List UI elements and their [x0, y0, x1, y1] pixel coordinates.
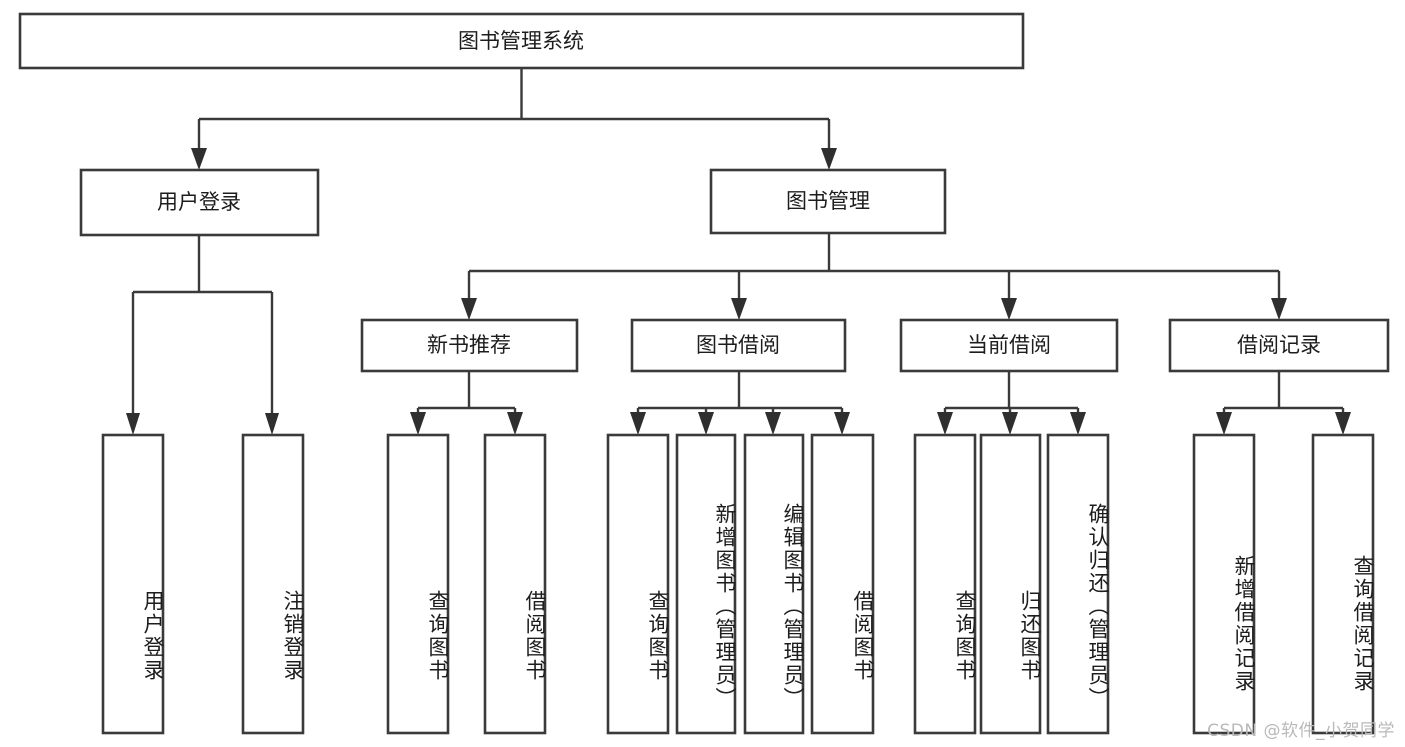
leaf-box-user-login[interactable]	[101, 433, 165, 735]
arrow-head-leaf-logout-login	[265, 413, 279, 435]
connector-group-root	[191, 68, 837, 170]
node-new-book-recommend[interactable]: 新书推荐	[360, 318, 579, 373]
arrow-head-leaf-query-book-1	[410, 412, 426, 435]
node-label-root: 图书管理系统	[458, 29, 584, 53]
arrow-head-leaf-add-book	[698, 412, 714, 435]
arrow-head-leaf-query-record	[1335, 412, 1351, 435]
connector-group-current-borrow	[937, 371, 1086, 435]
arrow-head-borrow-record	[1271, 298, 1287, 320]
node-box-root[interactable]	[18, 12, 1025, 70]
leaf-box-confirm-return[interactable]	[1046, 433, 1110, 735]
leaf-box-add-record[interactable]	[1192, 433, 1256, 735]
arrow-head-book-borrow	[731, 298, 747, 320]
node-label-book-borrow: 图书借阅	[696, 333, 780, 357]
arrow-head-leaf-query-book-3	[937, 412, 953, 435]
node-label-new-book-recommend: 新书推荐	[427, 333, 511, 357]
arrow-head-leaf-user-login	[126, 413, 140, 435]
node-box-book-management[interactable]	[709, 168, 947, 235]
leaf-box-query-book-3[interactable]	[913, 433, 977, 735]
node-label-current-borrow: 当前借阅	[967, 333, 1051, 357]
node-label-borrow-record: 借阅记录	[1237, 333, 1321, 357]
arrow-head-user-login	[191, 148, 207, 170]
leaf-box-query-book-1[interactable]	[386, 433, 450, 735]
arrow-head-leaf-edit-book	[765, 412, 781, 435]
node-book-borrow[interactable]: 图书借阅	[630, 318, 847, 373]
arrow-head-leaf-borrow-book-2	[834, 412, 850, 435]
node-box-user-login[interactable]	[79, 168, 320, 237]
node-box-book-borrow[interactable]	[630, 318, 847, 373]
node-borrow-record[interactable]: 借阅记录	[1168, 318, 1390, 373]
arrow-head-book-management	[821, 148, 837, 170]
node-box-new-book-recommend[interactable]	[360, 318, 579, 373]
connector-group-new-book-recommend	[410, 371, 523, 435]
leaf-box-logout-login[interactable]	[241, 433, 305, 735]
node-current-borrow[interactable]: 当前借阅	[899, 318, 1119, 373]
leaf-boxes	[101, 433, 1375, 735]
node-user-login[interactable]: 用户登录	[79, 168, 320, 237]
node-box-current-borrow[interactable]	[899, 318, 1119, 373]
leaf-box-add-book[interactable]	[675, 433, 737, 735]
leaf-box-borrow-book-2[interactable]	[810, 433, 875, 735]
connector-group-user-login	[126, 235, 279, 435]
leaf-box-query-book-2[interactable]	[606, 433, 670, 735]
node-label-book-management: 图书管理	[786, 189, 870, 213]
node-book-management[interactable]: 图书管理	[709, 168, 947, 235]
leaf-box-edit-book[interactable]	[743, 433, 805, 735]
leaf-box-query-record[interactable]	[1311, 433, 1375, 735]
connector-group-borrow-record	[1216, 371, 1351, 435]
arrow-head-current-borrow	[1001, 298, 1017, 320]
arrow-head-new-book-recommend	[461, 298, 477, 320]
arrow-head-leaf-add-record	[1216, 412, 1232, 435]
arrow-head-leaf-borrow-book-1	[507, 412, 523, 435]
node-box-borrow-record[interactable]	[1168, 318, 1390, 373]
arrow-head-leaf-return-book	[1002, 412, 1018, 435]
arrow-head-leaf-query-book-2	[630, 412, 646, 435]
arrow-head-leaf-confirm-return	[1070, 412, 1086, 435]
leaf-box-borrow-book-1[interactable]	[483, 433, 547, 735]
connector-group-book-borrow	[630, 371, 850, 435]
node-label-user-login: 用户登录	[157, 190, 241, 214]
node-root[interactable]: 图书管理系统	[18, 12, 1025, 70]
watermark-text: CSDN @软件_小贺同学	[1207, 721, 1395, 741]
leaf-box-return-book[interactable]	[979, 433, 1042, 735]
connector-group-book-management	[461, 233, 1287, 320]
